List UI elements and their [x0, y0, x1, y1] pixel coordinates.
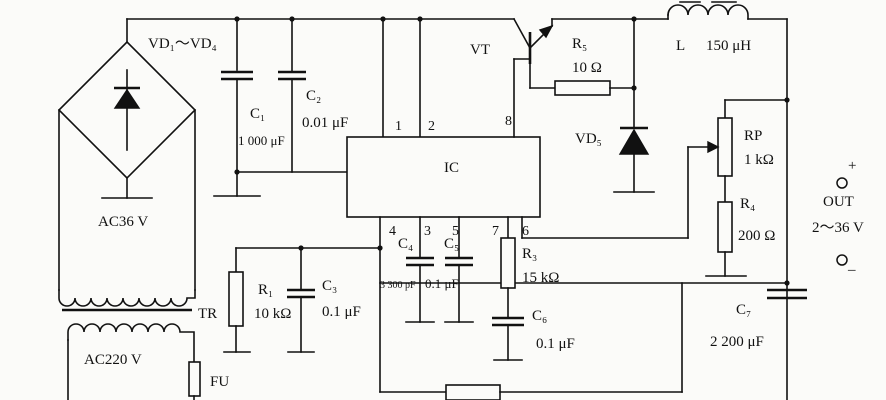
capacitor-c5: [444, 216, 474, 323]
inductor-label: L: [676, 38, 685, 54]
resistor-r4: [705, 201, 747, 277]
ac220-label: AC220 V: [84, 352, 142, 368]
ic-label: IC: [444, 160, 459, 176]
c1-name: C₁: [250, 106, 265, 122]
fu-label: FU: [210, 374, 229, 390]
rp-name: RP: [744, 128, 762, 144]
r4-name: R₄: [740, 196, 755, 212]
c1-value: 1 000 μF: [238, 133, 285, 148]
ac36-label: AC36 V: [98, 214, 148, 230]
output-minus: –: [847, 262, 856, 278]
inductor-l: [667, 1, 788, 400]
potentiometer-rp: [687, 99, 788, 203]
vd5-label: VD₅: [575, 131, 602, 147]
ic-pin-4: 4: [389, 224, 396, 239]
resistor-r5: [529, 18, 635, 96]
top-rail: [126, 17, 532, 138]
r3-name: R₃: [522, 246, 537, 262]
resistor-r1: [223, 247, 251, 353]
junction-dots: [234, 16, 790, 286]
output-label: OUT: [823, 194, 854, 210]
output-terminal-plus: [836, 177, 848, 189]
r1-name: R₁: [258, 282, 273, 298]
r1-value: 10 kΩ: [254, 306, 291, 322]
c5-name: C₅: [444, 236, 459, 252]
capacitor-c2: [236, 70, 348, 173]
capacitor-c7: [379, 282, 807, 300]
c6-value: 0.1 μF: [536, 336, 575, 352]
rp-value: 1 kΩ: [744, 152, 774, 168]
ic-pin-8: 8: [505, 114, 512, 129]
bridge-rectifier: [57, 40, 197, 291]
fuse: [188, 361, 201, 400]
r4-value: 200 Ω: [738, 228, 775, 244]
r5-value: 10 Ω: [572, 60, 602, 76]
output-terminal-minus: [836, 254, 848, 266]
diode-vd5: [613, 87, 655, 193]
capacitor-c3: [287, 247, 315, 353]
ic-pin-2: 2: [428, 119, 435, 134]
ic-pin-5: 5: [452, 224, 459, 239]
ic-pin-1: 1: [395, 119, 402, 134]
c2-name: C₂: [306, 88, 321, 104]
vt-label: VT: [470, 42, 490, 58]
r5-name: R₅: [572, 36, 587, 52]
c5-value: 0.1 μF: [425, 276, 459, 291]
c3-name: C₃: [322, 278, 337, 294]
capacitor-c1: [213, 70, 261, 197]
r3-value: 15 kΩ: [522, 270, 559, 286]
ic-chip: [346, 136, 541, 218]
bottom-resistor: [379, 282, 683, 400]
ic-pin-7: 7: [492, 224, 499, 239]
bridge-label: VD₁～VD₄: [148, 36, 217, 52]
c4-name: C₄: [398, 236, 413, 252]
c7-value: 2 200 μF: [710, 334, 764, 350]
tr-label: TR: [198, 306, 217, 322]
ic-pin-3: 3: [424, 224, 431, 239]
c3-value: 0.1 μF: [322, 304, 361, 320]
c4-value: 3 300 pF: [380, 280, 416, 291]
resistor-r3: [500, 216, 516, 319]
capacitor-c4: [405, 216, 435, 323]
c7-name: C₇: [736, 302, 751, 318]
c2-value: 0.01 μF: [302, 115, 348, 131]
c6-name: C₆: [532, 308, 547, 324]
ic-pin-6: 6: [522, 224, 529, 239]
transistor-vt: [513, 18, 669, 138]
inductor-value: 150 μH: [706, 38, 751, 54]
output-plus: +: [848, 158, 856, 174]
output-range: 2～36 V: [812, 220, 864, 236]
capacitor-c6: [492, 316, 524, 361]
transformer: [58, 289, 196, 400]
